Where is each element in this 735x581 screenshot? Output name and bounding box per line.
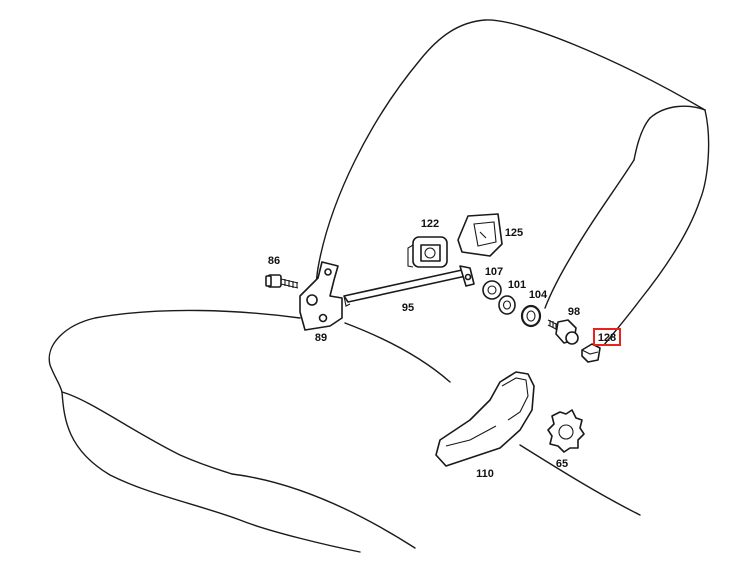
label-101: 101 — [508, 279, 526, 291]
highlight-box-128 — [593, 328, 621, 346]
label-95: 95 — [402, 302, 414, 314]
grommet-122 — [407, 236, 448, 268]
nut-104 — [520, 304, 542, 328]
cover-plate-125 — [457, 213, 503, 257]
label-107: 107 — [485, 266, 503, 278]
label-89: 89 — [315, 332, 327, 344]
cap-128 — [581, 343, 601, 363]
label-128: 128 — [598, 332, 616, 344]
rail-95 — [343, 265, 475, 307]
label-104: 104 — [529, 289, 548, 301]
bolt-86 — [265, 274, 299, 289]
label-122: 122 — [421, 218, 439, 230]
side-trim-110 — [435, 371, 535, 467]
washer-101 — [498, 295, 516, 315]
bolt-98 — [547, 319, 579, 345]
label-110: 110 — [476, 468, 494, 480]
seat-cushion-outline — [48, 309, 641, 553]
label-86: 86 — [268, 255, 280, 267]
hinge-bracket-89 — [299, 261, 343, 331]
label-125: 125 — [505, 227, 523, 239]
knob-65 — [547, 409, 585, 453]
label-65: 65 — [556, 458, 568, 470]
label-98: 98 — [568, 306, 580, 318]
seat-backrest-outline — [315, 19, 710, 346]
washer-107 — [482, 280, 502, 300]
